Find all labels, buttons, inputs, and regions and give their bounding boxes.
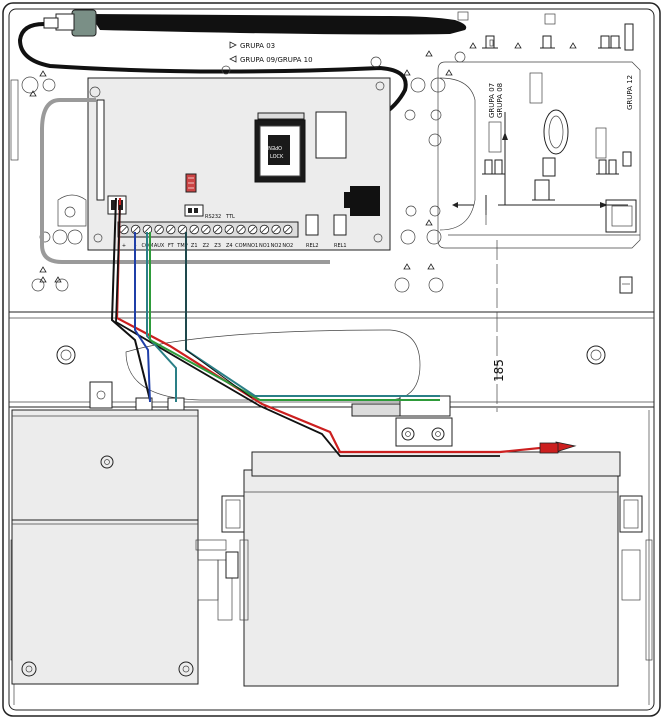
gray-cable [40,98,330,264]
terminal-label: NO2 [282,243,293,249]
terminal-label: Z4 [226,243,233,249]
terminal-screw-slot [179,226,186,233]
right-bracket [437,11,641,249]
battery [221,451,643,687]
terminal-label: COM [235,243,247,249]
terminal-screw-slot [167,226,174,233]
terminal-screw-slot [144,226,151,233]
terminal-screw-slot [191,226,198,233]
label-group-07: GRUPA 07 [488,83,496,118]
antenna [17,9,467,131]
terminal-label: NO2 [271,243,282,249]
sim-lock-label: LOCK [270,154,284,160]
terminal-label: Z3 [214,243,221,249]
terminal-screw-slot [261,226,268,233]
tamper-switch [351,395,453,447]
triangle-marker-icon [229,41,237,49]
ttl-label: TTL [225,214,235,220]
terminal-label: NO1 [247,243,258,249]
group-labels: GRUPA 03 GRUPA 09/GRUPA 10 GRUPA 07 GRUP… [229,41,634,118]
terminal-screw-slot [214,226,221,233]
sim-open-label: OPEN [268,144,282,150]
terminal-label: + [122,243,126,249]
terminal-label: Z2 [203,243,210,249]
terminal-screw-slot [156,226,162,233]
terminal-label: FT [168,243,175,249]
terminal-screw-slot [132,226,139,233]
dimension-185: 185 [492,240,506,412]
terminal-screw-slot [249,226,256,233]
dimension-label: 185 [492,359,506,382]
terminal-label: NO1 [259,243,270,249]
rs232-label: RS232 [205,214,221,220]
mounting-holes [21,51,606,365]
label-group-12: GRUPA 12 [626,75,634,110]
terminal-label: Z1 [191,243,198,249]
terminal-screw-slot [121,226,127,233]
label-group-03: GRUPA 03 [240,42,275,50]
terminal-screw-slot [284,226,291,233]
terminal-screws [119,224,293,235]
rel1-label: REL1 [334,243,347,249]
label-group-09-10: GRUPA 09/GRUPA 10 [240,56,313,64]
label-group-08: GRUPA 08 [496,83,504,118]
triangle-marker-icon [229,55,237,63]
terminal-screw-slot [226,226,233,233]
terminal-screw-slot [203,226,209,233]
terminal-label: TMP [176,243,187,249]
transformer [11,381,239,685]
terminal-screw-slot [273,226,279,233]
wires [110,197,577,457]
terminal-label: AUX [154,243,165,249]
rel2-label: REL2 [306,243,319,249]
terminal-screw-slot [238,226,244,233]
